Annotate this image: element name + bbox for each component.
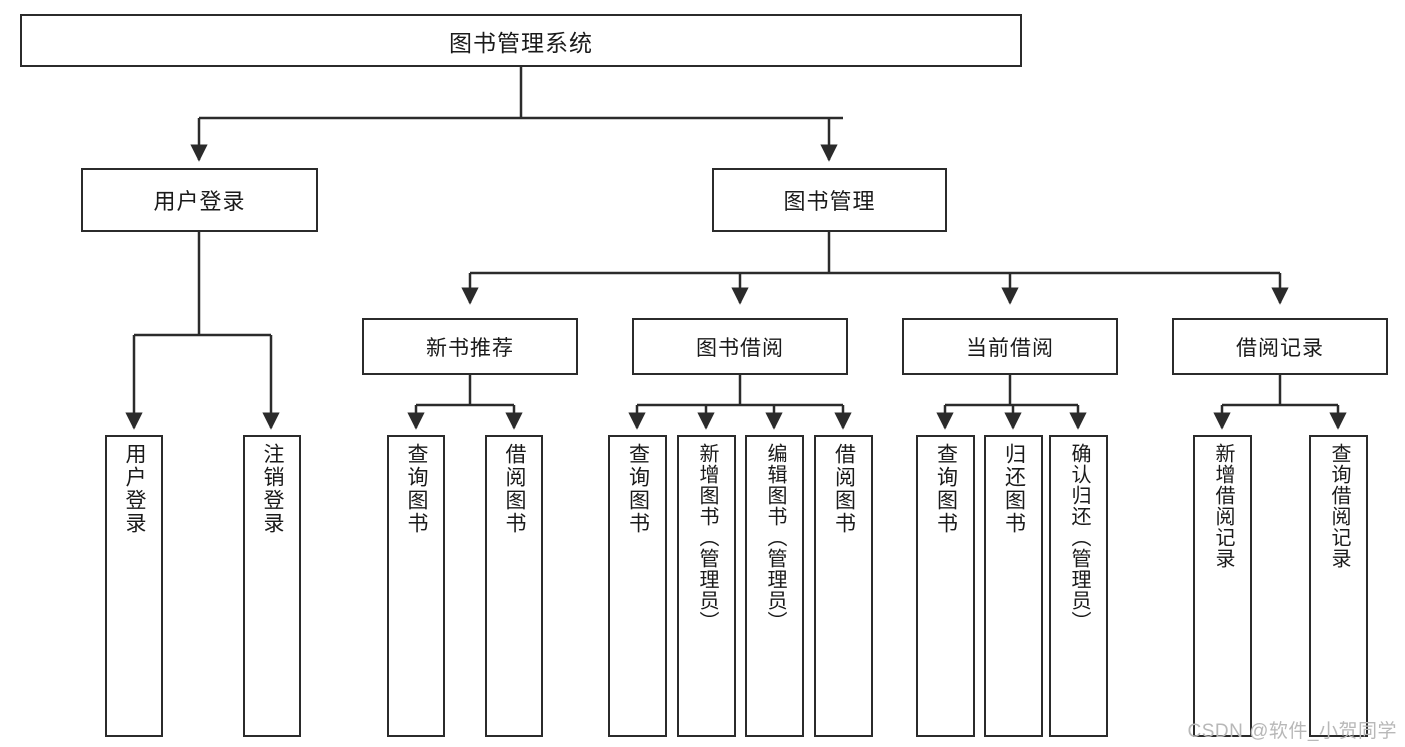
node-label: 编辑图书（管理员） [764,443,786,632]
leaf-user-login-logout[interactable]: 注销登录 [243,435,301,737]
leaf-new-book-query[interactable]: 查询图书 [387,435,445,737]
leaf-current-borrow-return[interactable]: 归还图书 [984,435,1043,737]
leaf-current-borrow-query[interactable]: 查询图书 [916,435,975,737]
leaf-current-borrow-confirm-return[interactable]: 确认归还（管理员） [1049,435,1108,737]
csdn-watermark: CSDN @软件_小贺同学 [1187,721,1397,742]
leaf-borrow-record-add[interactable]: 新增借阅记录 [1193,435,1252,737]
node-label: 借阅图书 [832,443,856,535]
leaf-book-borrow-edit[interactable]: 编辑图书（管理员） [745,435,804,737]
leaf-borrow-record-query[interactable]: 查询借阅记录 [1309,435,1368,737]
node-label: 查询图书 [626,443,650,535]
node-label: 查询图书 [405,443,429,535]
node-label: 图书管理 [783,189,876,214]
node-label: 注销登录 [261,443,285,535]
leaf-new-book-borrow[interactable]: 借阅图书 [485,435,543,737]
node-label: 借阅图书 [503,443,527,535]
node-label: 新增借阅记录 [1212,443,1234,569]
node-label: 用户登录 [153,189,246,214]
node-current-borrow[interactable]: 当前借阅 [902,318,1118,375]
node-book-management-system[interactable]: 图书管理系统 [20,14,1022,67]
node-user-login[interactable]: 用户登录 [81,168,318,232]
node-new-book-recommend[interactable]: 新书推荐 [362,318,578,375]
leaf-user-login-login[interactable]: 用户登录 [105,435,163,737]
node-label: 查询图书 [934,443,958,535]
node-borrow-record[interactable]: 借阅记录 [1172,318,1388,375]
leaf-book-borrow-add[interactable]: 新增图书（管理员） [677,435,736,737]
node-label: 新书推荐 [426,336,514,360]
node-label: 查询借阅记录 [1328,443,1350,569]
node-label: 借阅记录 [1236,336,1324,360]
node-book-borrow[interactable]: 图书借阅 [632,318,848,375]
node-label: 新增图书（管理员） [696,443,718,632]
node-label: 图书管理系统 [449,29,593,56]
node-label: 当前借阅 [966,336,1054,360]
leaf-book-borrow-borrow[interactable]: 借阅图书 [814,435,873,737]
node-label: 归还图书 [1002,443,1026,535]
node-book-management[interactable]: 图书管理 [712,168,947,232]
node-label: 图书借阅 [696,336,784,360]
node-label: 确认归还（管理员） [1068,443,1090,632]
node-label: 用户登录 [123,443,147,535]
leaf-book-borrow-query[interactable]: 查询图书 [608,435,667,737]
